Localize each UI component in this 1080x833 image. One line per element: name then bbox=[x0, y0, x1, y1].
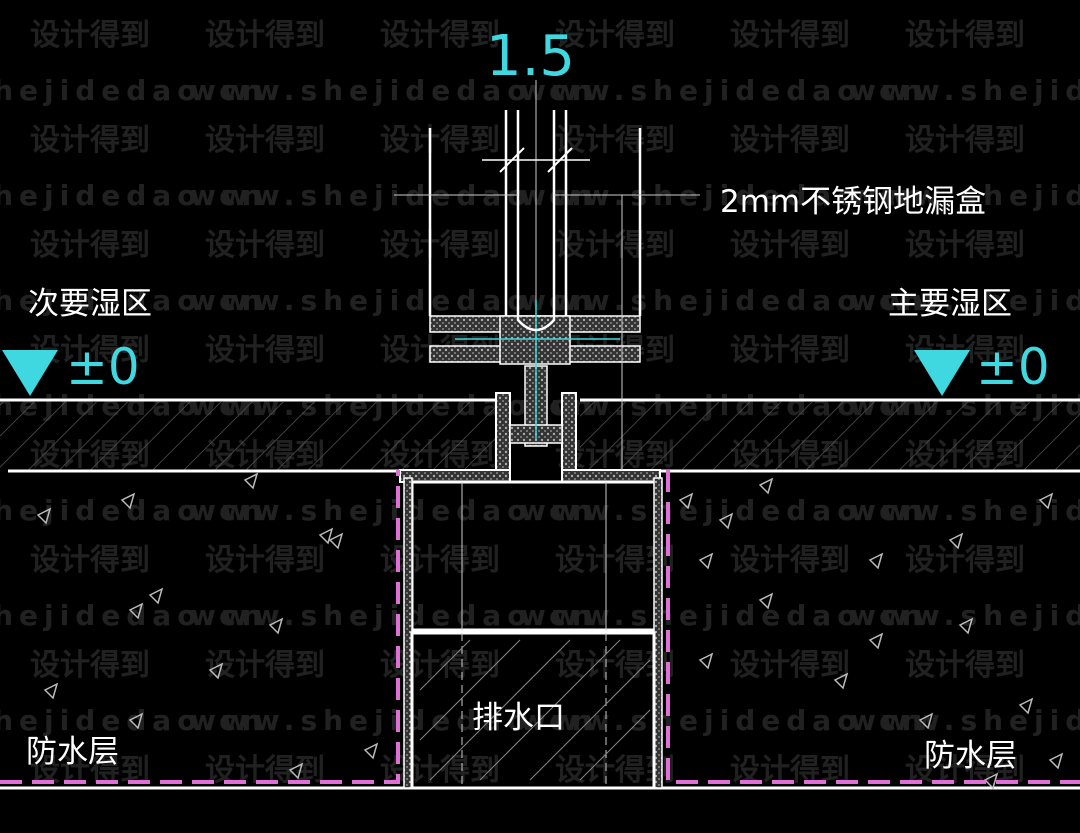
floor-drain-box-label: 2mm不锈钢地漏盒 bbox=[720, 184, 987, 220]
svg-text:设计得到: 设计得到 bbox=[905, 543, 1025, 578]
svg-text:设计得到: 设计得到 bbox=[205, 123, 325, 158]
level-marker-left-icon bbox=[2, 350, 58, 396]
svg-text:www.shejidedao.cn: www.shejidedao.cn bbox=[850, 284, 1080, 317]
svg-text:www.shejidedao.cn: www.shejidedao.cn bbox=[520, 599, 928, 632]
svg-text:设计得到: 设计得到 bbox=[730, 648, 850, 683]
svg-text:设计得到: 设计得到 bbox=[30, 123, 150, 158]
svg-text:设计得到: 设计得到 bbox=[555, 18, 675, 53]
svg-text:设计得到: 设计得到 bbox=[205, 333, 325, 368]
svg-text:www.shejidedao.cn: www.shejidedao.cn bbox=[520, 74, 928, 107]
outlet-hatch bbox=[419, 639, 651, 781]
svg-text:设计得到: 设计得到 bbox=[30, 648, 150, 683]
svg-text:设计得到: 设计得到 bbox=[555, 228, 675, 263]
svg-text:设计得到: 设计得到 bbox=[205, 18, 325, 53]
svg-text:www.shejidedao.cn: www.shejidedao.cn bbox=[850, 179, 1080, 212]
svg-text:www.shejidedao.cn: www.shejidedao.cn bbox=[190, 74, 598, 107]
level-label-right: ±0 bbox=[976, 338, 1050, 396]
svg-text:www.shejidedao.cn: www.shejidedao.cn bbox=[850, 74, 1080, 107]
svg-text:www.shejidedao.cn: www.shejidedao.cn bbox=[520, 284, 928, 317]
svg-text:设计得到: 设计得到 bbox=[380, 228, 500, 263]
level-marker-right-icon bbox=[914, 350, 970, 396]
leader-lines bbox=[394, 80, 700, 470]
svg-text:www.shejidedao.cn: www.shejidedao.cn bbox=[190, 284, 598, 317]
screed-layer bbox=[0, 402, 1080, 470]
svg-text:设计得到: 设计得到 bbox=[730, 18, 850, 53]
svg-text:设计得到: 设计得到 bbox=[30, 228, 150, 263]
svg-text:www.shejidedao.cn: www.shejidedao.cn bbox=[0, 74, 268, 107]
svg-text:设计得到: 设计得到 bbox=[730, 123, 850, 158]
svg-text:设计得到: 设计得到 bbox=[380, 18, 500, 53]
svg-text:设计得到: 设计得到 bbox=[730, 228, 850, 263]
waterproof-layer-label-right: 防水层 bbox=[924, 738, 1017, 774]
svg-text:设计得到: 设计得到 bbox=[905, 123, 1025, 158]
primary-wet-zone-label: 主要湿区 bbox=[888, 286, 1012, 322]
svg-text:www.shejidedao.cn: www.shejidedao.cn bbox=[520, 704, 928, 737]
svg-text:设计得到: 设计得到 bbox=[205, 228, 325, 263]
svg-text:设计得到: 设计得到 bbox=[380, 123, 500, 158]
svg-text:www.shejidedao.cn: www.shejidedao.cn bbox=[190, 599, 598, 632]
svg-text:www.shejidedao.cn: www.shejidedao.cn bbox=[0, 599, 268, 632]
stainless-box bbox=[428, 110, 642, 332]
svg-text:设计得到: 设计得到 bbox=[905, 648, 1025, 683]
svg-text:设计得到: 设计得到 bbox=[905, 228, 1025, 263]
svg-text:www.shejidedao.cn: www.shejidedao.cn bbox=[190, 179, 598, 212]
secondary-wet-zone-label: 次要湿区 bbox=[28, 286, 152, 322]
level-label-left: ±0 bbox=[66, 338, 140, 396]
waterproof-membrane bbox=[0, 470, 1080, 784]
svg-text:www.shejidedao.cn: www.shejidedao.cn bbox=[850, 494, 1080, 527]
dimension-label: 1.5 bbox=[486, 24, 576, 89]
svg-text:www.shejidedao.cn: www.shejidedao.cn bbox=[190, 494, 598, 527]
svg-text:www.shejidedao.cn: www.shejidedao.cn bbox=[0, 179, 268, 212]
svg-text:www.shejidedao.cn: www.shejidedao.cn bbox=[190, 704, 598, 737]
svg-text:www.shejidedao.cn: www.shejidedao.cn bbox=[0, 284, 268, 317]
svg-text:设计得到: 设计得到 bbox=[555, 123, 675, 158]
drain-outlet-label: 排水口 bbox=[472, 700, 565, 736]
grate-assembly bbox=[429, 300, 641, 447]
svg-text:设计得到: 设计得到 bbox=[205, 648, 325, 683]
svg-text:设计得到: 设计得到 bbox=[30, 18, 150, 53]
concrete-aggregate bbox=[36, 472, 1064, 790]
svg-text:设计得到: 设计得到 bbox=[905, 18, 1025, 53]
svg-text:设计得到: 设计得到 bbox=[205, 543, 325, 578]
waterproof-layer-label-left: 防水层 bbox=[26, 734, 119, 770]
svg-text:设计得到: 设计得到 bbox=[730, 333, 850, 368]
svg-text:www.shejidedao.cn: www.shejidedao.cn bbox=[850, 599, 1080, 632]
svg-text:设计得到: 设计得到 bbox=[30, 543, 150, 578]
svg-text:www.shejidedao.cn: www.shejidedao.cn bbox=[850, 704, 1080, 737]
svg-text:设计得到: 设计得到 bbox=[730, 543, 850, 578]
